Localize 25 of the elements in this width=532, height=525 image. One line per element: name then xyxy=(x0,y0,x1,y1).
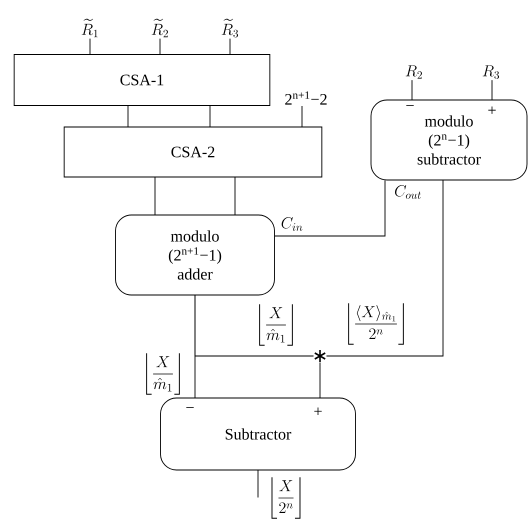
input-label: 2$^{n+1}$−2 xyxy=(285,91,327,105)
adder-block: CSA-2 xyxy=(64,126,322,178)
adder-block: CSA-1 xyxy=(14,54,270,106)
edge-label: $\left\lfloor\frac{X}{\hat{m}_1}\right\rfloor$ xyxy=(259,304,293,346)
connector-line xyxy=(326,180,444,356)
edge-label: $\left\lfloor\frac{\langle X\rangle_{\hat{m}_1}}{2^n}\right\rfloor$ xyxy=(348,303,404,345)
port-sign: + xyxy=(314,408,322,415)
port-sign: + xyxy=(488,106,496,114)
adder-block: modulo (2$^{n+1}$−1) adder xyxy=(115,214,275,296)
port-label: $C_{out}$ xyxy=(395,185,421,199)
input-label: $R_3$ xyxy=(482,65,500,79)
input-label: $R_2$ xyxy=(406,65,422,79)
edge-label: $\left\lfloor\frac{X}{2^n}\right\rfloor$ xyxy=(272,477,300,519)
connector-line xyxy=(274,180,386,236)
port-sign: − xyxy=(406,105,414,106)
input-label: $\widetilde{R}_1$ xyxy=(82,18,98,38)
connector-line xyxy=(154,177,156,215)
input-label: $\widetilde{R}_3$ xyxy=(222,18,238,38)
connector-line xyxy=(194,295,314,356)
port-label: $C_{in}$ xyxy=(282,217,302,231)
connector-line xyxy=(234,177,236,215)
input-label: $\widetilde{R}_2$ xyxy=(152,18,168,38)
port-sign: − xyxy=(186,407,194,408)
junction-mark xyxy=(314,349,326,363)
edge-label: $\left\lfloor\frac{X}{\hat{m}_1}\right\rfloor$ xyxy=(146,353,180,395)
